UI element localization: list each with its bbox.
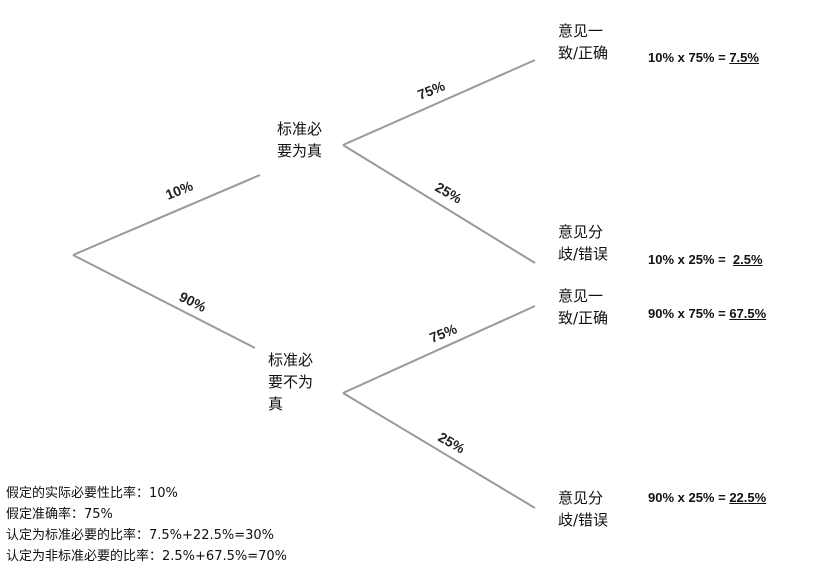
note-line: 假定的实际必要性比率：10% [6, 486, 178, 501]
node-essential-false: 标准必 要不为 真 [268, 349, 313, 415]
node-line: 真 [268, 395, 284, 413]
calc-lower-disagree: 90% x 25% = 22.5% [648, 490, 766, 505]
node-line: 意见一 [558, 287, 604, 305]
leaf-upper-disagree: 意见分 歧/错误 [558, 221, 608, 265]
node-line: 歧/错误 [558, 511, 609, 529]
edge-label-upper: 10% [163, 177, 195, 203]
calc-lower-agree: 90% x 75% = 67.5% [648, 306, 766, 321]
node-line: 标准必 [277, 120, 323, 138]
edge-label-lower-disagree: 25% [436, 429, 469, 457]
node-essential-true: 标准必 要为真 [277, 118, 322, 162]
calc-result: 67.5% [729, 306, 767, 321]
edge-lower-agree [342, 305, 536, 394]
calc-expression: 90% x 75% = [648, 306, 730, 321]
edge-upper [72, 174, 261, 256]
note-line: 认定为非标准必要的比率：2.5%+67.5%=70% [6, 549, 288, 564]
edge-upper-disagree [342, 144, 536, 264]
node-line: 要不为 [268, 373, 314, 391]
node-line: 标准必 [268, 351, 314, 369]
calc-result: 7.5% [729, 50, 759, 65]
note-line: 认定为标准必要的比率：7.5%+22.5%=30% [6, 528, 275, 543]
node-line: 意见分 [558, 223, 604, 241]
note-line: 假定准确率：75% [6, 507, 113, 522]
leaf-lower-agree: 意见一 致/正确 [558, 285, 608, 329]
calc-result: 22.5% [729, 490, 767, 505]
leaf-upper-agree: 意见一 致/正确 [558, 20, 608, 64]
calc-upper-disagree: 10% x 25% = 2.5% [648, 252, 763, 267]
node-line: 意见一 [558, 22, 604, 40]
node-line: 要为真 [277, 142, 323, 160]
calc-expression: 10% x 75% = [648, 50, 730, 65]
calc-upper-agree: 10% x 75% = 7.5% [648, 50, 759, 65]
leaf-lower-disagree: 意见分 歧/错误 [558, 487, 608, 531]
calc-expression: 10% x 25% = [648, 252, 733, 267]
calc-expression: 90% x 25% = [648, 490, 730, 505]
edge-lower [72, 254, 256, 349]
calc-result: 2.5% [732, 252, 763, 267]
edge-label-upper-agree: 75% [415, 77, 447, 103]
node-line: 致/正确 [558, 309, 609, 327]
node-line: 歧/错误 [558, 245, 609, 263]
edge-lower-disagree [342, 392, 536, 509]
node-line: 致/正确 [558, 44, 609, 62]
edge-upper-agree [342, 59, 536, 146]
node-line: 意见分 [558, 489, 604, 507]
assumptions-notes: 假定的实际必要性比率：10% 假定准确率：75% 认定为标准必要的比率：7.5%… [6, 483, 287, 567]
